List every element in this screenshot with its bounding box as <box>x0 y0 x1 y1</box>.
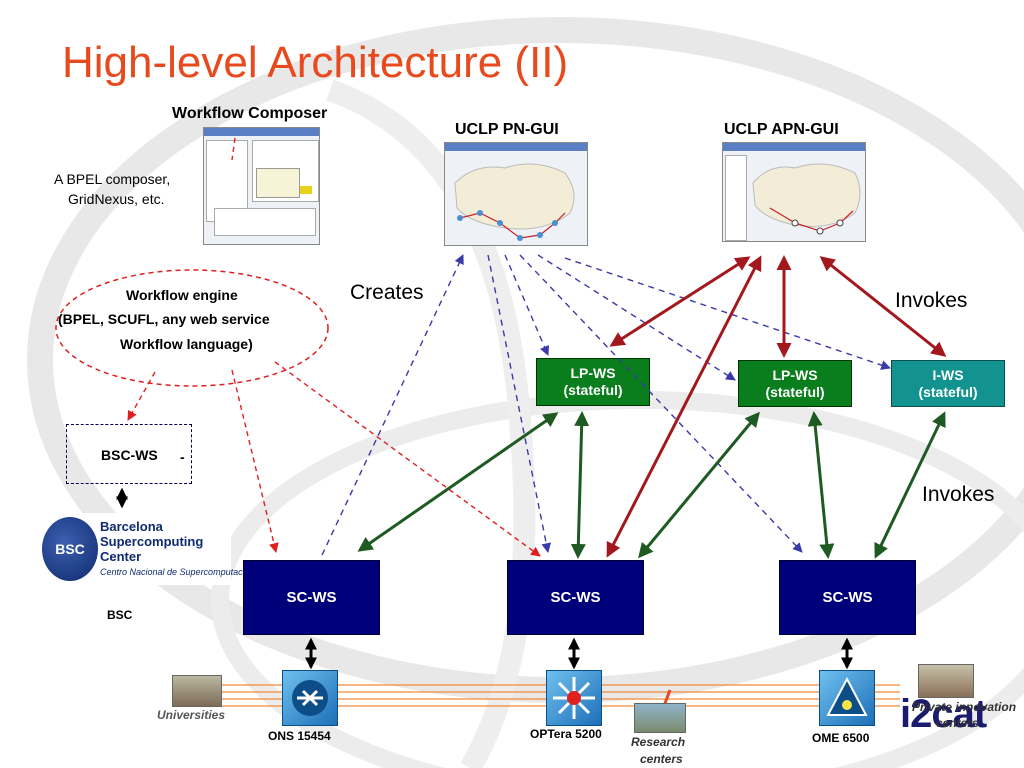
ons-15454-device-icon <box>282 670 338 726</box>
sc-ws-box-1: SC-WS <box>243 560 380 635</box>
workflow-dashed-arrows <box>127 137 541 557</box>
creates-dashed-arrows <box>321 254 891 556</box>
bsc-logo-line1: Barcelona <box>100 519 163 534</box>
bsc-logo: BSC Barcelona Supercomputing Center Cent… <box>40 513 255 585</box>
bsc-logo-line3: Center <box>100 549 142 564</box>
bsc-logo-badge: BSC <box>42 517 98 581</box>
page-title: High-level Architecture (II) <box>62 38 569 87</box>
lp-ws-2-line1: LP-WS <box>772 366 818 383</box>
i-ws-line1: I-WS <box>932 366 964 383</box>
universities-label: Universities <box>157 708 226 722</box>
sc-ws-box-3: SC-WS <box>779 560 916 635</box>
workflow-composer-screenshot <box>203 127 320 245</box>
private-centers-line1: Private innovation <box>912 700 1017 714</box>
uclp-pn-gui-screenshot <box>444 142 588 246</box>
creates-label: Creates <box>350 281 424 304</box>
uclp-apn-gui-screenshot <box>722 142 866 242</box>
workflow-engine-line2: (BPEL, SCUFL, any web service <box>58 311 270 327</box>
invokes-red-arrows <box>606 255 947 558</box>
ons-15454-label: ONS 15454 <box>268 729 331 743</box>
lp-ws-2-line2: (stateful) <box>765 383 825 400</box>
control-green-arrows <box>357 411 946 559</box>
workflow-engine-ellipse <box>55 269 329 387</box>
composer-note-line2: GridNexus, etc. <box>68 191 165 207</box>
workflow-engine-line3: Workflow language) <box>120 336 253 352</box>
i2cat-logo: i2cat <box>900 692 987 736</box>
bsc-ws-label: BSC-WS <box>101 447 158 463</box>
workflow-engine-line1: Workflow engine <box>126 287 238 303</box>
ome-6500-label: OME 6500 <box>812 731 870 745</box>
optera-5200-device-icon <box>546 670 602 726</box>
research-centers-photo <box>634 703 686 733</box>
sc-ws-box-2: SC-WS <box>507 560 644 635</box>
optera-5200-label: OPTera 5200 <box>530 727 602 741</box>
workflow-composer-label: Workflow Composer <box>172 105 328 122</box>
uclp-pn-gui-label: UCLP PN-GUI <box>455 121 559 138</box>
uclp-apn-gui-label: UCLP APN-GUI <box>724 121 839 138</box>
composer-note-line1: A BPEL composer, <box>54 171 171 187</box>
universities-photo <box>172 675 222 707</box>
bsc-logo-line4: Centro Nacional de Supercomputación <box>100 567 255 577</box>
ome-6500-device-icon <box>819 670 875 726</box>
private-centers-photo <box>918 664 974 698</box>
bsc-caption: BSC <box>107 608 133 622</box>
bsc-logo-line2: Supercomputing <box>100 534 204 549</box>
i-ws-box: I-WS (stateful) <box>891 360 1005 407</box>
i-ws-line2: (stateful) <box>918 383 978 400</box>
research-centers-line1: Research <box>631 735 686 749</box>
lp-ws-1-line1: LP-WS <box>570 365 616 381</box>
bsc-ws-mark: - <box>180 449 185 465</box>
private-centers-line2: centers <box>936 716 979 730</box>
device-links <box>116 487 853 670</box>
research-centers-line2: centers <box>640 752 683 766</box>
bsc-ws-box <box>66 424 192 484</box>
